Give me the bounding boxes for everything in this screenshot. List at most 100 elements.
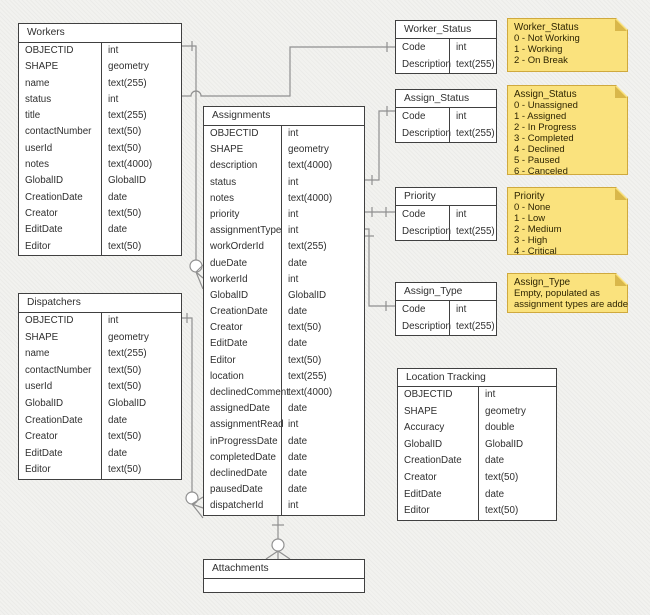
field-type: date (101, 222, 181, 239)
field-type: GlobalID (101, 395, 181, 413)
note-line: Empty, populated as (514, 288, 600, 299)
field-name: workOrderId (210, 241, 264, 253)
crows-foot-icon (191, 496, 204, 519)
field-name: Description (402, 321, 452, 332)
field-name: Code (402, 209, 426, 220)
note-line: assignment types are added (514, 299, 634, 310)
field-name: declinedDate (210, 467, 268, 479)
connector-workers-worker-status[interactable] (182, 42, 395, 97)
field-type: text(255) (101, 108, 181, 125)
field-type: date (281, 449, 364, 466)
entity-title: Attachments (204, 560, 364, 579)
field-name: CreationDate (25, 414, 83, 426)
connector-workers-assignments[interactable] (182, 41, 204, 290)
field-name: Accuracy (404, 422, 445, 434)
connector-dispatchers-assignments[interactable] (182, 313, 204, 519)
field-type: int (281, 126, 364, 143)
zero-circle-icon (271, 538, 285, 552)
note-title: Assign_Status (514, 89, 577, 100)
note-line: 0 - Unassigned (514, 100, 578, 111)
connector-assignments-attachments[interactable] (265, 513, 291, 560)
field-name: assignmentRead (210, 419, 284, 431)
field-name: declinedComment (210, 387, 289, 398)
field-name: GlobalID (25, 397, 64, 409)
field-type: text(4000) (101, 157, 181, 174)
field-type: int (281, 498, 364, 515)
field-type: text(255) (449, 125, 496, 142)
note-line: 0 - Not Working (514, 33, 580, 44)
field-name: Code (402, 42, 426, 53)
field-type: text(4000) (281, 158, 364, 175)
note-line: 4 - Declined (514, 144, 565, 155)
field-name: OBJECTID (25, 315, 74, 326)
field-name: EditDate (404, 488, 442, 500)
field-type: date (281, 336, 364, 353)
field-name: SHAPE (25, 61, 59, 73)
entity-title: Assign_Type (396, 283, 496, 301)
connector-assignments-assign-status[interactable] (365, 106, 395, 185)
note-line: 1 - Low (514, 213, 546, 224)
entity-title: Location Tracking (398, 369, 556, 387)
field-name: SHAPE (210, 144, 244, 156)
entity-title: Assign_Status (396, 90, 496, 108)
connector-assignments-priority[interactable] (365, 207, 395, 217)
field-name: status (25, 93, 52, 105)
field-name: name (25, 348, 50, 360)
field-type: text(255) (281, 239, 364, 256)
field-type: text(50) (478, 503, 556, 520)
field-name: Editor (25, 240, 51, 252)
field-name: Creator (404, 471, 437, 483)
field-type: int (478, 387, 556, 404)
entity-title: Dispatchers (19, 294, 181, 313)
field-name: title (25, 110, 41, 122)
field-name: contactNumber (25, 364, 92, 376)
field-name: inProgressDate (210, 435, 278, 447)
entity-attachments[interactable]: Attachments (203, 559, 365, 593)
field-name: assignedDate (210, 403, 270, 415)
field-row: contactNumber text(50) (19, 362, 181, 380)
field-type: int (101, 43, 181, 60)
field-row: title text(255) (19, 108, 181, 125)
note-line: 2 - On Break (514, 55, 568, 66)
note-line: 0 - None (514, 202, 551, 213)
field-type: int (101, 313, 181, 330)
field-type: text(50) (101, 362, 181, 380)
field-type: date (101, 412, 181, 430)
field-type: date (281, 482, 364, 499)
connector-assignments-assign-type[interactable] (364, 228, 395, 311)
